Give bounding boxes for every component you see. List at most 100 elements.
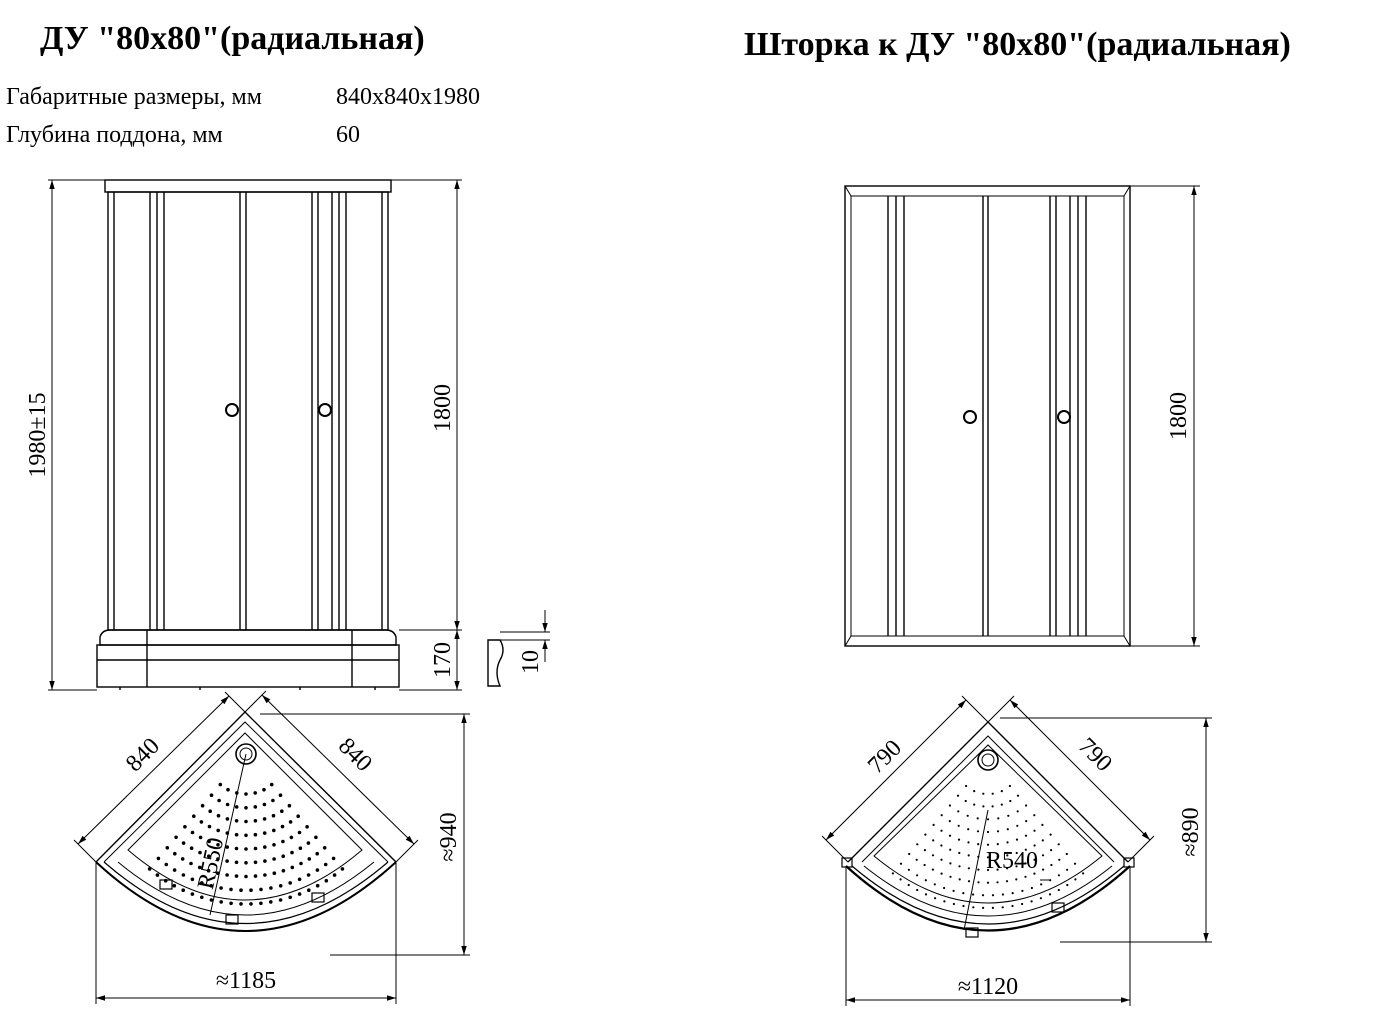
tray-dot	[259, 901, 263, 906]
outer-frame	[844, 185, 1131, 647]
tray-dot	[244, 833, 248, 838]
tray-dot	[189, 861, 193, 866]
tray-dot	[288, 820, 293, 824]
tray-dot	[940, 829, 943, 832]
tray-dot	[281, 839, 285, 844]
tray-dot	[1039, 897, 1042, 900]
tray-dot	[952, 889, 955, 893]
tray-dot	[269, 900, 273, 904]
tray-dot	[296, 814, 301, 818]
tray-dot	[244, 847, 248, 851]
tray-dot	[226, 787, 230, 792]
tray-dot	[943, 886, 946, 890]
tray-dot	[977, 855, 980, 858]
tray-dot	[982, 792, 985, 795]
tray-dot	[253, 860, 258, 865]
tray-dot	[272, 843, 276, 847]
tray-rim	[99, 629, 397, 646]
tray-dot	[234, 846, 239, 851]
tray-dot	[1006, 841, 1009, 844]
tray-dot	[986, 843, 990, 846]
tray-dot	[340, 867, 345, 871]
tray-dot	[272, 871, 277, 875]
tray-dot	[181, 873, 186, 877]
tray-dot	[966, 814, 969, 817]
tray-dot	[278, 793, 283, 797]
tray-dot	[269, 782, 274, 787]
spec-label: Габаритные размеры, мм	[6, 84, 262, 110]
tray-dot	[164, 862, 169, 867]
dim-line-side-a	[77, 695, 230, 845]
tray-dot	[976, 817, 979, 820]
tray-dot	[932, 839, 935, 842]
tray-dot	[305, 825, 309, 829]
tray-dot	[1030, 886, 1033, 890]
tray-dot	[190, 892, 195, 896]
tray-dot	[197, 865, 202, 870]
tray-dot	[225, 817, 230, 821]
tray-dot	[1006, 867, 1009, 870]
tray-dot	[225, 845, 229, 849]
dim-label-side-b: 790	[1073, 733, 1117, 777]
curtain-title: Шторка к ДУ "80x80"(радиальная)	[744, 26, 1291, 63]
tray-dot	[916, 843, 919, 846]
tray-dot	[916, 888, 919, 892]
tray-dot	[991, 906, 995, 910]
tray-dot	[1016, 824, 1019, 827]
tray-dot	[981, 894, 985, 897]
tray-dot	[323, 862, 328, 867]
tray-dot	[891, 872, 895, 875]
drain-icon	[977, 749, 999, 771]
tray-dot	[943, 900, 946, 903]
tray-dot	[244, 819, 248, 824]
tray-dot	[1058, 858, 1061, 861]
door-handle-icon	[318, 403, 332, 417]
tray-dot	[235, 791, 239, 795]
tray-dot	[996, 868, 999, 871]
tray-dot	[190, 830, 195, 835]
tray-dot	[244, 792, 248, 796]
tray-dot	[200, 895, 204, 900]
spec-value: 840x840x1980	[336, 84, 480, 110]
tray-dot	[948, 820, 951, 823]
tray-dot	[155, 873, 160, 877]
tray-dot	[1057, 888, 1060, 892]
tray-dot	[216, 828, 220, 833]
cabin-front-dimensions	[48, 179, 550, 691]
tray-dot	[190, 877, 195, 882]
tray-dot	[1074, 878, 1077, 881]
tray-dot	[314, 835, 318, 840]
dim-line-side-b	[261, 694, 415, 845]
tray-dot	[297, 892, 302, 896]
tray-dot	[996, 843, 999, 846]
tray-dot	[324, 878, 329, 883]
tray-dot	[189, 846, 194, 850]
tray-dot	[263, 873, 267, 877]
tray-dot	[924, 879, 927, 882]
tray-dot	[1057, 843, 1060, 846]
tray-dot	[1016, 794, 1020, 797]
tray-dot	[924, 833, 927, 836]
dim-line-side-b	[1009, 699, 1151, 841]
tray-dot	[916, 874, 919, 877]
tray-dot	[218, 782, 223, 787]
tray-dot	[957, 810, 960, 813]
tray-dot	[996, 881, 999, 884]
tray-dot	[967, 880, 971, 883]
tray-dot	[1000, 803, 1003, 806]
tray-dot	[234, 805, 239, 809]
tray-dot	[1025, 820, 1028, 823]
tray-dot	[1057, 874, 1060, 877]
tray-dot	[234, 832, 239, 837]
tray-dot	[239, 888, 243, 892]
tray-dot	[225, 831, 230, 835]
dim-label-width: ≈1120	[958, 974, 1018, 1000]
spec-label: Глубина поддона, мм	[6, 122, 223, 148]
tray-dot	[216, 857, 220, 861]
tray-dot	[986, 881, 990, 884]
tray-dot	[1042, 868, 1045, 871]
tray-dot	[271, 813, 276, 818]
curtain-front-view	[844, 185, 1131, 647]
tray-dot	[1041, 823, 1044, 827]
tray-dot	[1030, 900, 1033, 903]
